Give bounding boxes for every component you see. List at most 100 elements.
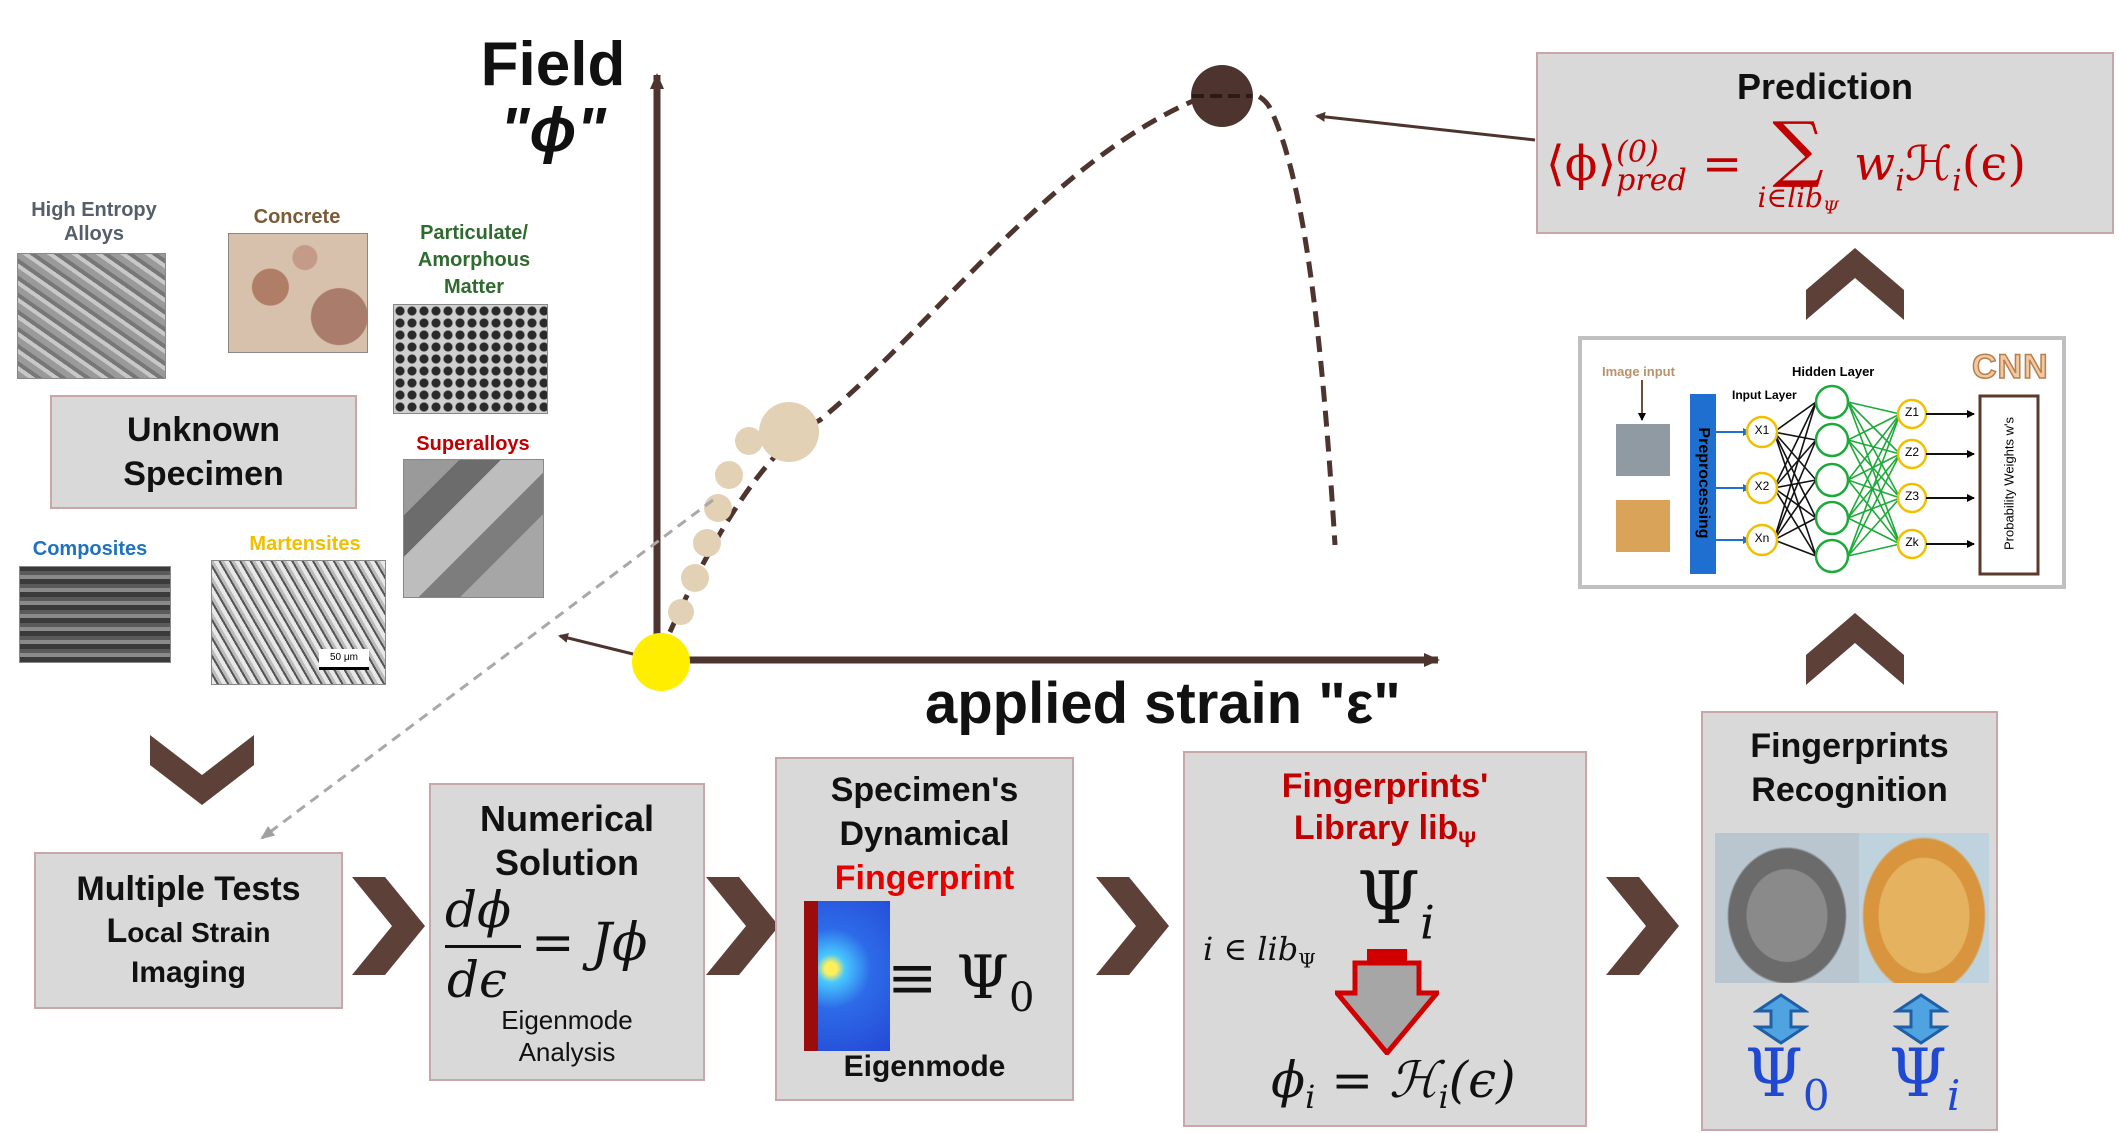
library-line2-text: Library lib — [1293, 809, 1459, 847]
equivalence-psi0-text: ≡ Ψ — [887, 943, 1009, 1013]
dynamical-fingerprint-box: Specimen's Dynamical Fingerprint ≡ Ψ0 Ei… — [775, 757, 1074, 1101]
library-psi-i: Ψi — [1357, 856, 1435, 949]
prediction-pointer-arrow — [1315, 111, 1536, 142]
multiple-tests-line2-rest: ocal Strain — [127, 917, 271, 948]
y-axis-label-line2: "ϕ" — [500, 96, 606, 165]
eigenmode-image — [804, 901, 890, 1051]
particulate-micrograph — [393, 304, 548, 414]
equation-rhs: = Jϕ — [531, 913, 648, 973]
library-line2: Library libΨ — [1185, 809, 1585, 853]
cnn-preprocessing-label: Preprocessing — [1695, 427, 1712, 539]
library-condition: i ∈ libΨ — [1203, 930, 1316, 972]
sample-dot — [668, 599, 694, 625]
sample-dot — [693, 529, 721, 557]
martensites-micrograph: 50 μm — [211, 560, 386, 685]
library-mapping-rhs: = ℋ — [1331, 1051, 1439, 1109]
recognition-psii-sub: i — [1946, 1071, 1961, 1121]
numerical-solution-box: Numerical Solution dϕ dϵ = Jϕ Eigenmode … — [429, 783, 705, 1081]
multiple-tests-line2: Local Strain — [36, 912, 341, 951]
library-line2-sub: Ψ — [1458, 826, 1477, 852]
chevron-right-icon — [706, 877, 779, 975]
material-label-concrete: Concrete — [253, 206, 341, 228]
chevron-down-icon — [150, 735, 254, 805]
cnn-input-node — [1745, 523, 1779, 557]
recognition-line2: Recognition — [1751, 771, 1948, 809]
material-label-composites: Composites — [32, 538, 148, 560]
cnn-input-layer-label: Input Layer — [1732, 388, 1797, 402]
material-label-martensites: Martensites — [249, 533, 361, 555]
cnn-hidden-layer-label: Hidden Layer — [1792, 364, 1875, 379]
cnn-preprocessing-bar — [1690, 394, 1716, 574]
cnn-input-label: Xn — [1754, 531, 1770, 545]
prediction-sup: (0) — [1616, 135, 1659, 171]
numerical-sub1: Eigenmode — [501, 1005, 633, 1035]
unknown-specimen-box: Unknown Specimen — [50, 395, 357, 509]
sample-dot — [735, 427, 763, 455]
multiple-tests-line1: Multiple Tests — [76, 870, 301, 908]
cnn-input-label: X2 — [1754, 479, 1770, 493]
cnn-network-diagram — [1616, 380, 2040, 576]
sample-dot — [704, 494, 732, 522]
library-psi-text: Ψ — [1357, 856, 1421, 940]
library-mapping-phi: ϕ — [1271, 1051, 1306, 1109]
unknown-specimen-line2: Specimen — [123, 455, 284, 493]
fingerprint-library-box: Fingerprints' Library libΨ Ψi i ∈ libΨ ϕ… — [1183, 751, 1587, 1127]
library-line1: Fingerprints' — [1281, 767, 1489, 805]
cnn-output-label: Z1 — [1904, 405, 1919, 419]
cnn-hidden-node — [1814, 462, 1850, 498]
chevron-right-icon — [1606, 877, 1679, 975]
cnn-hidden-node — [1814, 422, 1850, 458]
prediction-h-sub: i — [1952, 163, 1962, 199]
library-mapping-rhs-sub: i — [1438, 1078, 1449, 1116]
dynamical-line2: Dynamical — [839, 815, 1010, 853]
prediction-lhs: ⟨ϕ⟩ — [1546, 135, 1617, 192]
recognition-psii: Ψi — [1889, 1035, 1960, 1120]
multiple-tests-box: Multiple Tests Local Strain Imaging — [34, 852, 343, 1009]
library-condition-text: i ∈ lib — [1203, 930, 1299, 968]
dynamical-caption: Eigenmode — [843, 1050, 1006, 1083]
equivalence-psi0-sub: 0 — [1008, 975, 1035, 1021]
composites-micrograph — [19, 566, 171, 663]
cnn-image-input-label: Image input — [1602, 364, 1675, 379]
fingerprint-recognition-box: Fingerprints Recognition Ψ0 Ψi — [1701, 711, 1998, 1131]
cnn-hidden-node — [1814, 538, 1850, 574]
scale-bar-label: 50 μm — [319, 649, 369, 670]
y-axis-label: Field "ϕ" — [468, 32, 638, 164]
prediction-sub: pred — [1616, 163, 1687, 199]
cnn-cat-thumbnail — [1616, 424, 1670, 476]
prediction-sum-sub: i∈lib — [1757, 181, 1823, 214]
material-label-hea: High Entropy Alloys — [31, 199, 157, 245]
library-condition-sub: Ψ — [1298, 948, 1316, 973]
down-arrow-icon — [1335, 949, 1439, 1055]
sample-dot — [715, 461, 743, 489]
prediction-equation: ⟨ϕ⟩ (0) pred = ∑ i∈libΨ wiℋi(ϵ) — [1546, 112, 2026, 223]
cnn-output-box-label: Probability Weights w's — [2001, 417, 2017, 551]
cnn-output-box — [1978, 394, 2040, 576]
prediction-title: Prediction — [1736, 66, 1914, 107]
recognition-psi0-text: Ψ — [1745, 1035, 1803, 1112]
cnn-badge: CNN — [1971, 347, 2049, 387]
dog-photo — [1859, 833, 1989, 983]
cnn-hidden-node — [1814, 384, 1850, 420]
cat-photo — [1715, 833, 1859, 983]
prediction-box: Prediction ⟨ϕ⟩ (0) pred = ∑ i∈libΨ wiℋi(… — [1536, 52, 2114, 234]
double-arrow-icon — [1753, 993, 1809, 1045]
recognition-psi0: Ψ0 — [1745, 1035, 1830, 1120]
multiple-tests-line2-initial: L — [106, 912, 128, 950]
library-mapping-end: (ϵ) — [1448, 1051, 1516, 1109]
fraction-bar — [445, 945, 521, 948]
chevron-up-icon — [1806, 613, 1904, 685]
double-arrow-icon — [1893, 993, 1949, 1045]
concrete-micrograph — [228, 233, 368, 353]
equivalence-psi0: ≡ Ψ0 — [887, 943, 1034, 1021]
prediction-end: (ϵ) — [1961, 135, 2027, 192]
derivative-numerator: dϕ — [445, 881, 512, 939]
library-psi-sub: i — [1420, 895, 1435, 950]
cnn-output-label: Z3 — [1904, 489, 1919, 503]
library-mapping-phi-sub: i — [1305, 1078, 1316, 1116]
cnn-dog-thumbnail — [1616, 500, 1670, 552]
sample-dot — [681, 564, 709, 592]
material-label-superalloys: Superalloys — [416, 433, 530, 455]
dynamical-line1: Specimen's — [830, 771, 1019, 809]
multiple-tests-line3: Imaging — [130, 956, 246, 989]
